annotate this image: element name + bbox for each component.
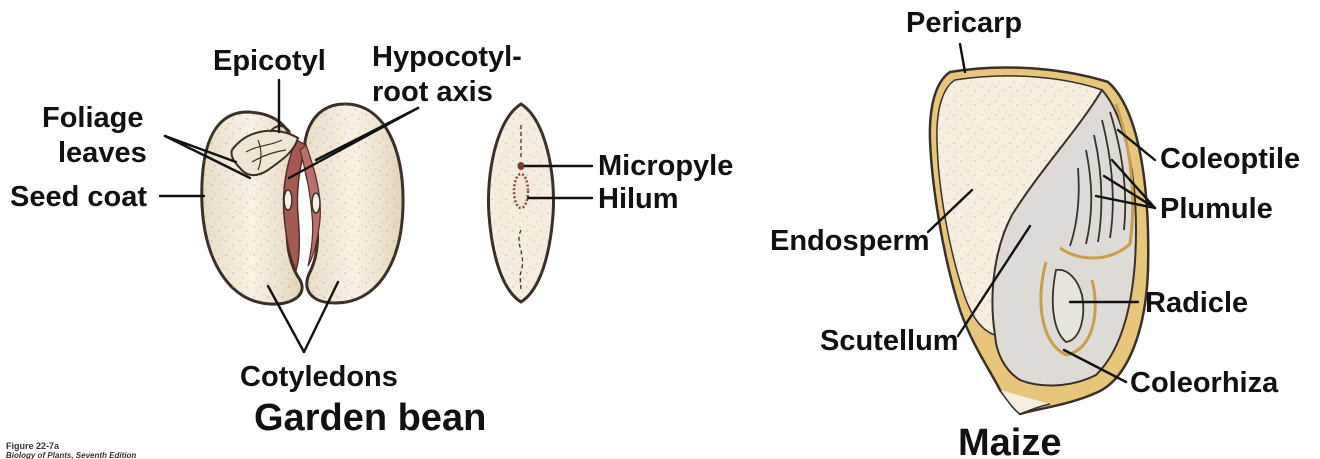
- label-hypocotyl-line1: Hypocotyl-: [372, 41, 522, 73]
- label-radicle: Radicle: [1145, 287, 1248, 319]
- label-hypocotyl-line2: root axis: [372, 76, 493, 108]
- label-cotyledons: Cotyledons: [240, 361, 398, 393]
- label-plumule: Plumule: [1160, 193, 1273, 225]
- label-foliage-line2: leaves: [58, 137, 147, 169]
- label-epicotyl: Epicotyl: [213, 45, 326, 77]
- label-foliage-line1: Foliage: [42, 102, 144, 134]
- title-garden-bean: Garden bean: [254, 397, 486, 439]
- garden-bean-illustration: [202, 104, 554, 304]
- label-coleorhiza: Coleorhiza: [1130, 367, 1279, 399]
- label-micropyle: Micropyle: [598, 150, 733, 182]
- maize-kernel-illustration: [930, 67, 1148, 414]
- title-maize: Maize: [958, 422, 1061, 459]
- figure-number: Figure 22-7a: [6, 441, 60, 451]
- label-pericarp: Pericarp: [906, 7, 1022, 39]
- figure-source: Biology of Plants, Seventh Edition: [6, 451, 136, 459]
- label-seed-coat: Seed coat: [10, 181, 147, 213]
- micropyle-mark: [518, 162, 525, 170]
- label-coleoptile: Coleoptile: [1160, 143, 1300, 175]
- label-endosperm: Endosperm: [770, 225, 930, 257]
- label-hilum: Hilum: [598, 183, 679, 215]
- hilum-mark: [514, 174, 528, 208]
- label-scutellum: Scutellum: [820, 325, 959, 357]
